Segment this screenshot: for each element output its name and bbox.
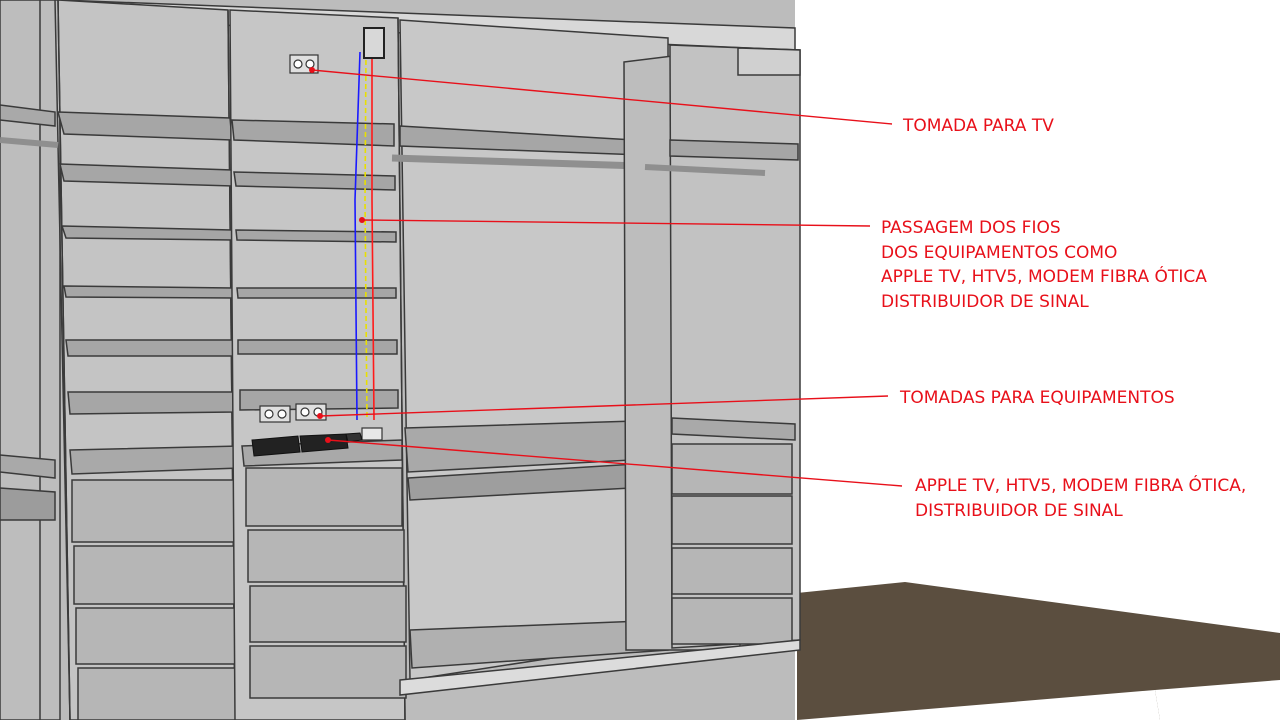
wire-box-bottom	[361, 427, 383, 441]
annotation-equipamentos: APPLE TV, HTV5, MODEM FIBRA ÓTICA, DISTR…	[915, 474, 1246, 523]
column-1	[57, 0, 249, 720]
annotation-line: TOMADAS PARA EQUIPAMENTOS	[900, 388, 1175, 408]
floor-edge	[1155, 680, 1280, 720]
annotation-line: APPLE TV, HTV5, MODEM FIBRA ÓTICA,	[915, 476, 1247, 496]
leader-lines	[311, 69, 903, 487]
wire-bundle	[354, 51, 375, 421]
annotation-line: DISTRIBUIDOR DE SINAL	[881, 291, 1089, 312]
annotation-passagem-fios: PASSAGEM DOS FIOS DOS EQUIPAMENTOS COMO …	[881, 216, 1207, 314]
annotation-line: PASSAGEM DOS FIOS	[881, 218, 1061, 238]
column-4	[399, 44, 801, 696]
annotation-tomada-tv: TOMADA PARA TV	[903, 114, 1054, 139]
annotation-line: TOMADA PARA TV	[903, 116, 1054, 136]
column-2	[229, 9, 407, 720]
left-section	[0, 0, 71, 720]
annotation-tomadas-equipamentos: TOMADAS PARA EQUIPAMENTOS	[900, 386, 1175, 411]
annotation-line: APPLE TV, HTV5, MODEM FIBRA ÓTICA	[881, 267, 1207, 287]
column-3	[391, 19, 669, 681]
leader-dots	[309, 67, 365, 443]
wire-box-top	[363, 27, 385, 59]
equipment-boxes	[251, 432, 363, 457]
floor	[797, 582, 1280, 720]
annotation-line: DOS EQUIPAMENTOS COMO	[881, 242, 1118, 263]
annotation-line: DISTRIBUIDOR DE SINAL	[915, 500, 1123, 521]
